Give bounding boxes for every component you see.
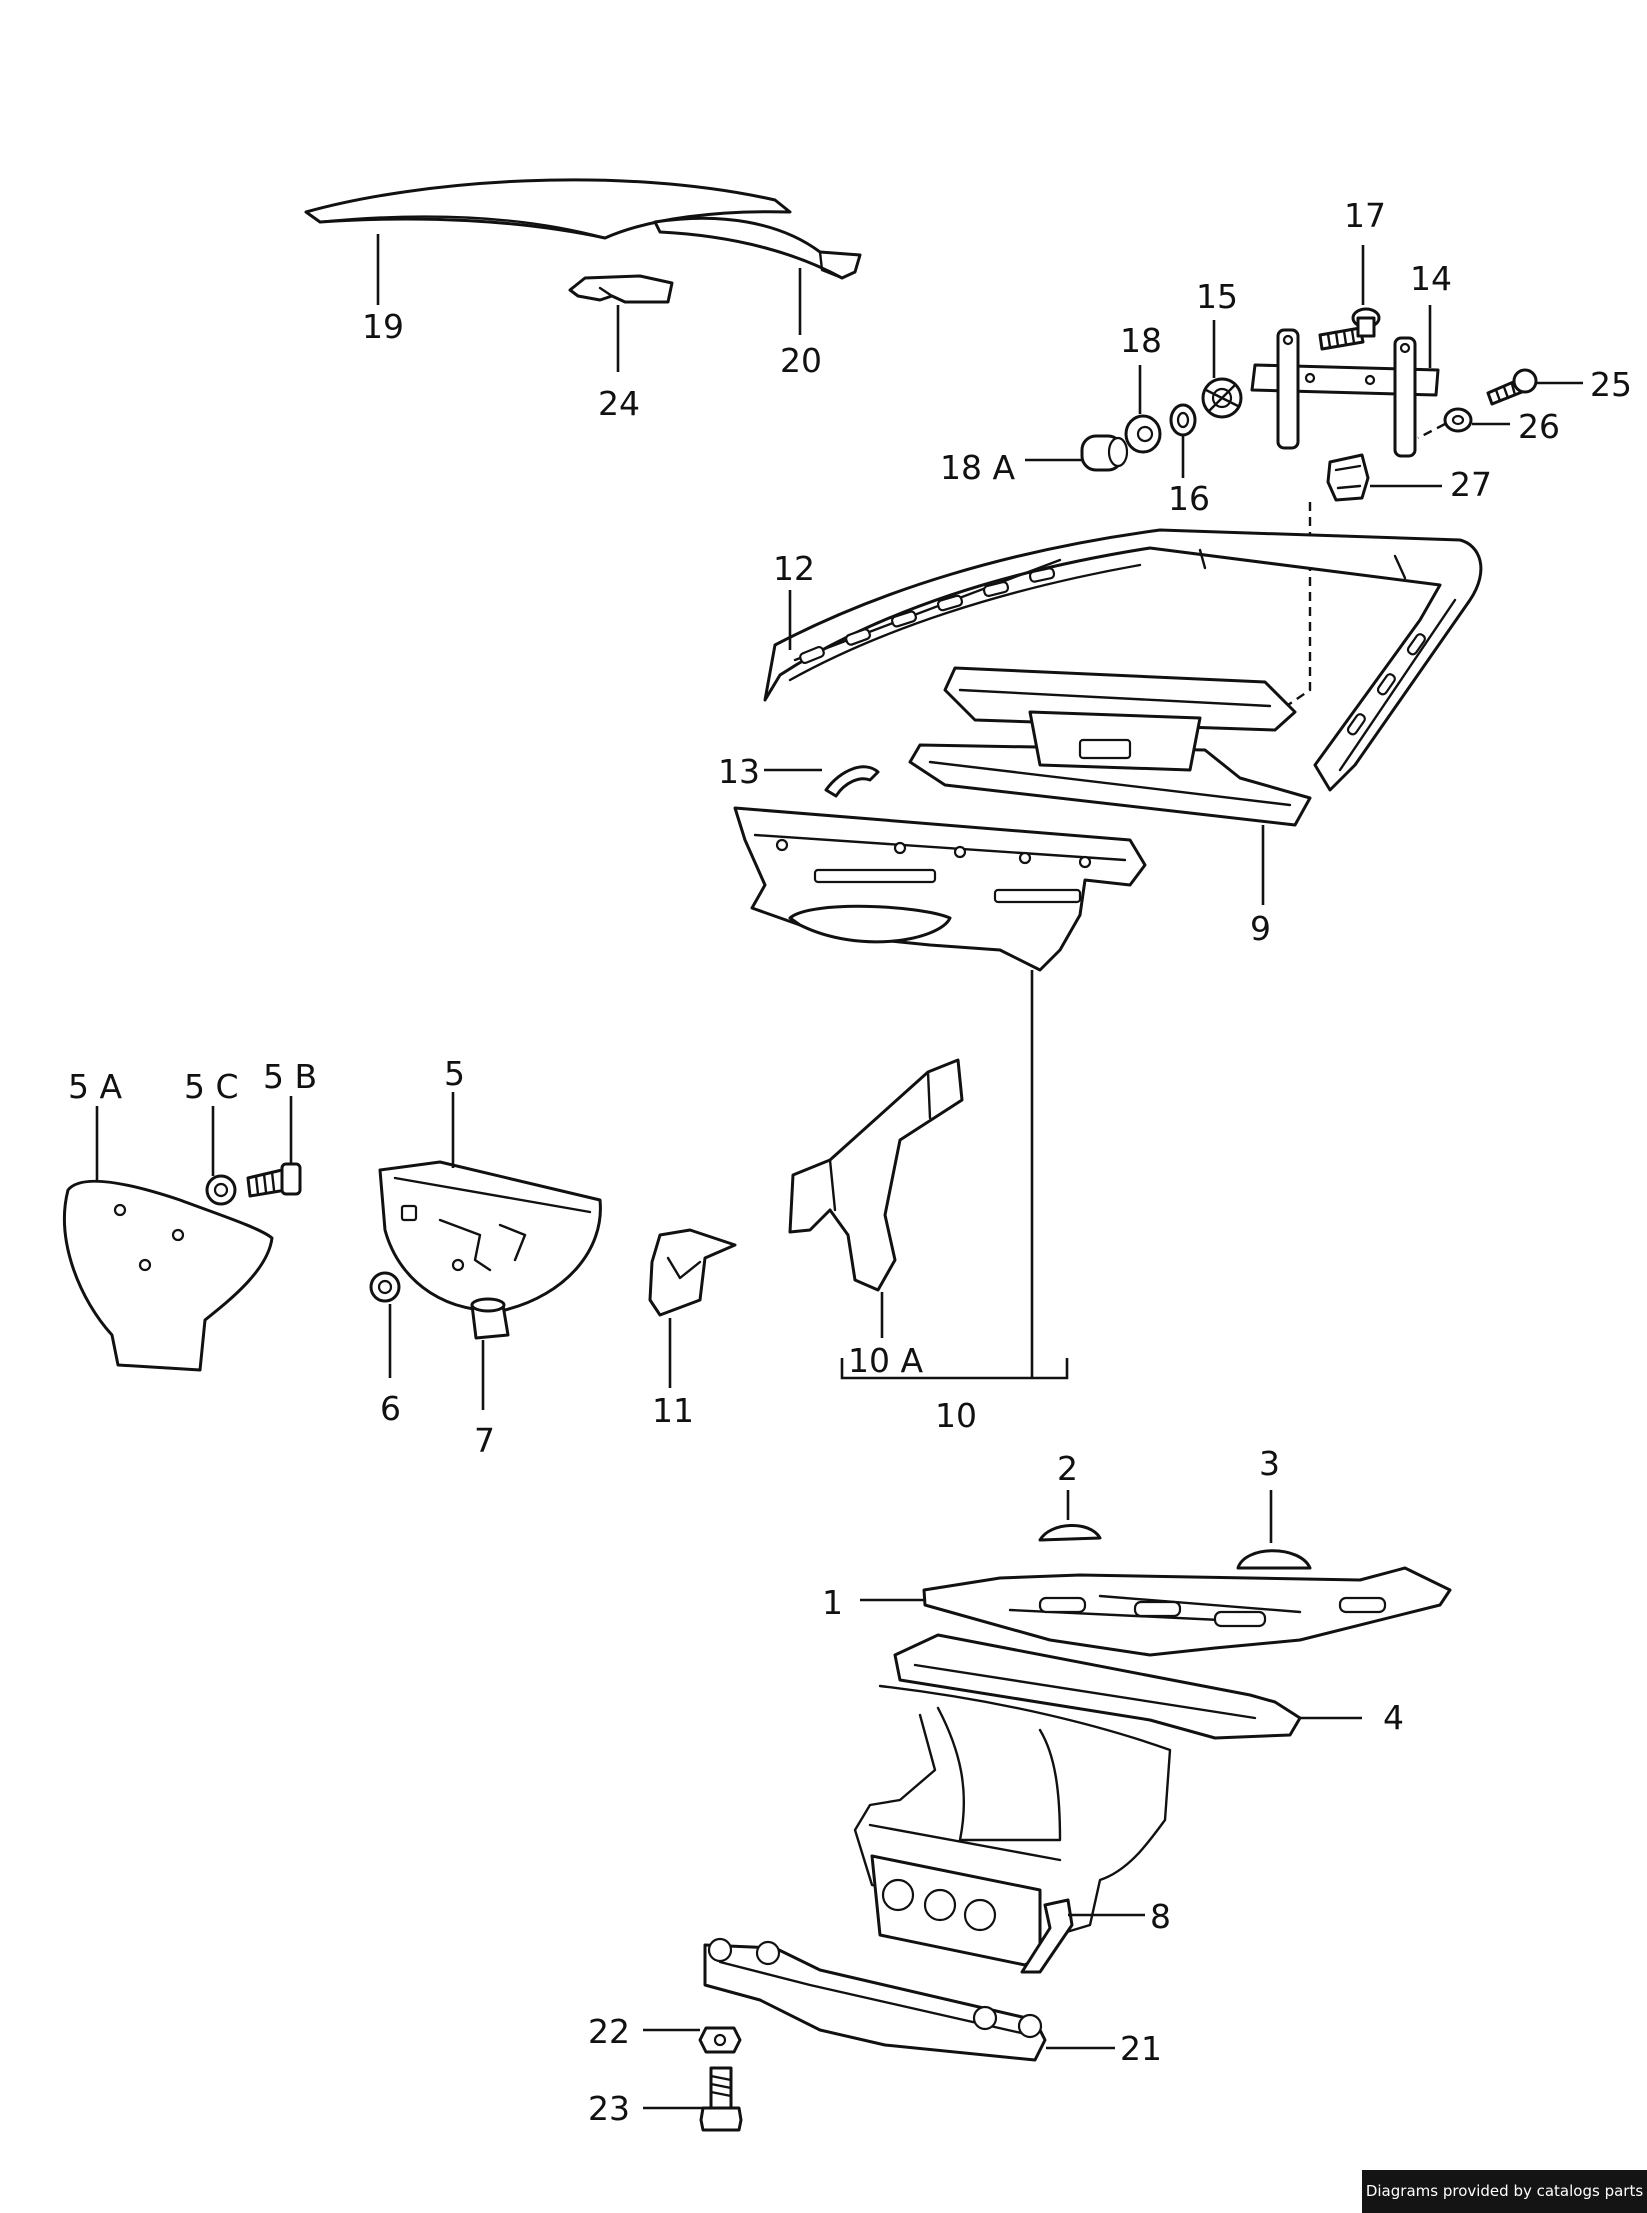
callout-18a: 18 A <box>940 448 1015 487</box>
callout-6: 6 <box>380 1389 401 1428</box>
part-5b-bolt <box>246 1162 302 1198</box>
part-10a-support <box>788 1058 964 1292</box>
part-2-plug <box>1038 1524 1102 1542</box>
part-22-nut <box>698 2026 742 2054</box>
part-5-heat-shield <box>378 1160 602 1313</box>
callout-5a: 5 A <box>68 1067 122 1106</box>
callout-24: 24 <box>598 384 640 423</box>
callout-11: 11 <box>652 1391 694 1430</box>
part-27-clip <box>1326 453 1370 502</box>
callout-3: 3 <box>1259 1444 1280 1483</box>
callout-20: 20 <box>780 341 822 380</box>
part-23-bolt <box>699 2066 743 2132</box>
callout-17: 17 <box>1344 196 1386 235</box>
part-21-transverse-member <box>703 1937 1047 2062</box>
credit-footer: Diagrams provided by catalogs parts <box>1362 2170 1647 2213</box>
bracket-10 <box>840 1358 1069 1380</box>
part-18a-bushing <box>1080 434 1129 472</box>
callout-16: 16 <box>1168 479 1210 518</box>
part-19-roof-panel <box>304 178 792 240</box>
callout-27: 27 <box>1450 465 1492 504</box>
callout-15: 15 <box>1196 277 1238 316</box>
part-5c-washer <box>205 1174 237 1206</box>
part-9-rear-crossmember <box>908 666 1312 827</box>
part-17-bolt <box>1318 307 1381 351</box>
callout-21: 21 <box>1120 2029 1162 2068</box>
callout-22: 22 <box>588 2012 630 2051</box>
callout-26: 26 <box>1518 407 1560 446</box>
part-24-bracket <box>568 274 674 304</box>
callout-19: 19 <box>362 307 404 346</box>
callout-4: 4 <box>1383 1698 1404 1737</box>
part-11-bracket <box>648 1228 737 1317</box>
part-10-rear-panel <box>733 806 1147 972</box>
part-16-washer <box>1169 403 1197 437</box>
part-12-roof-frame <box>763 528 1483 792</box>
part-6-grommet <box>369 1271 401 1303</box>
part-7-rubber-stop <box>470 1297 510 1340</box>
callout-9: 9 <box>1250 909 1271 948</box>
part-4-crossmember <box>893 1633 1302 1740</box>
part-20-roof-rail <box>653 216 862 280</box>
callout-5b: 5 B <box>263 1057 317 1096</box>
callout-2: 2 <box>1057 1449 1078 1488</box>
callout-5: 5 <box>444 1054 465 1093</box>
callout-8: 8 <box>1150 1897 1171 1936</box>
callout-23: 23 <box>588 2089 630 2128</box>
dashed-line-27-to-frame <box>1287 502 1312 706</box>
part-8-bracket <box>1020 1898 1074 1974</box>
callout-25: 25 <box>1590 365 1632 404</box>
callout-5c: 5 C <box>184 1067 239 1106</box>
part-1-floor-panel <box>922 1566 1452 1657</box>
part-15-grommet <box>1201 377 1243 419</box>
part-13-hose-clip <box>824 765 880 798</box>
part-3-plug <box>1236 1549 1312 1570</box>
part-25-screw <box>1486 368 1538 406</box>
part-26-washer <box>1443 407 1473 433</box>
dashed-line-26-to-14 <box>1417 422 1446 440</box>
part-18-nut <box>1124 414 1162 454</box>
part-14-mounting-plate <box>1250 328 1440 458</box>
credit-text: Diagrams provided by catalogs parts <box>1365 2182 1644 2200</box>
callout-10a: 10 A <box>848 1341 923 1380</box>
callout-18: 18 <box>1120 321 1162 360</box>
body-section <box>853 1684 1172 1967</box>
part-5a-cover-plate <box>63 1179 274 1372</box>
callout-13: 13 <box>718 752 760 791</box>
callout-14: 14 <box>1410 259 1452 298</box>
callout-1: 1 <box>822 1583 843 1622</box>
callout-10: 10 <box>935 1396 977 1435</box>
callout-12: 12 <box>773 549 815 588</box>
callout-7: 7 <box>474 1421 495 1460</box>
